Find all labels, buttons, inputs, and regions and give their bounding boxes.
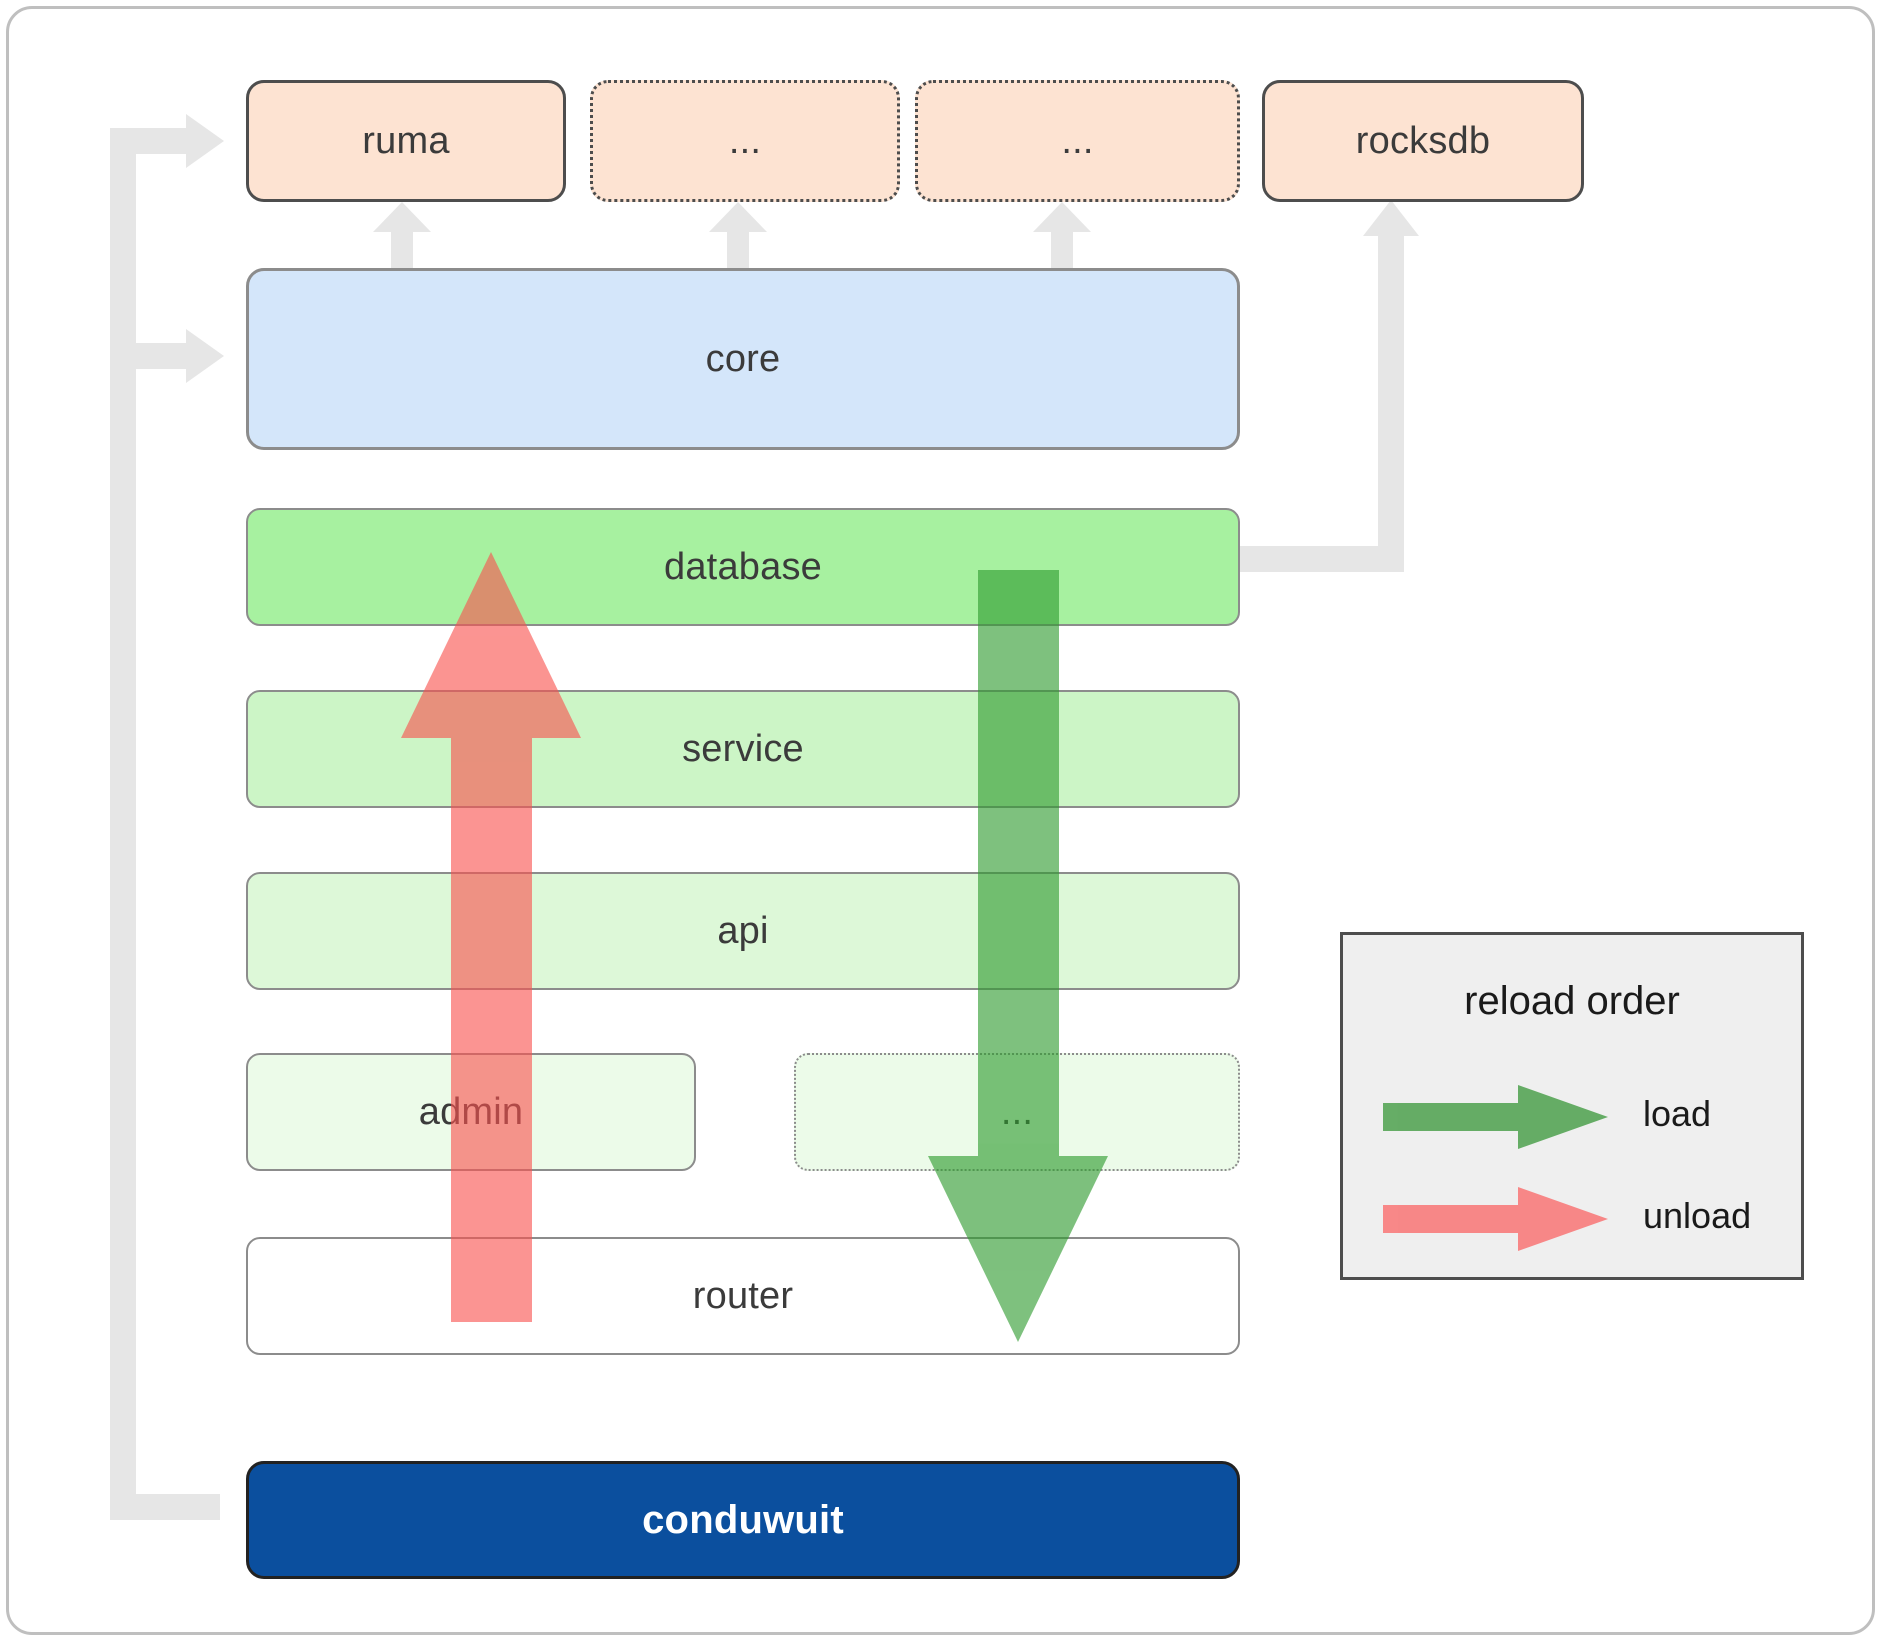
- connector-to-core-arrowhead: [186, 329, 224, 383]
- unload-flow-arrow: [401, 552, 581, 1322]
- legend-load-arrow: [1383, 1085, 1608, 1149]
- connector-core-to-deps: [373, 202, 1091, 278]
- connector-to-core-line: [110, 343, 188, 369]
- legend-title: reload order: [1464, 979, 1680, 1023]
- dependency-box-dots-2[interactable]: ...: [915, 80, 1240, 202]
- layer-box-api[interactable]: api: [246, 872, 1240, 990]
- connector-database-to-rocksdb: [1224, 200, 1419, 572]
- legend-label-unload: unload: [1643, 1195, 1752, 1236]
- load-flow-arrow: [928, 570, 1108, 1342]
- legend-label-load: load: [1643, 1093, 1712, 1134]
- connector-to-ruma-line: [110, 128, 188, 154]
- legend-panel: reload order load unload: [1340, 932, 1804, 1280]
- layer-box-router[interactable]: router: [246, 1237, 1240, 1355]
- root-label-conduwuit: conduwuit: [642, 1497, 844, 1542]
- root-box-conduwuit[interactable]: conduwuit: [246, 1461, 1240, 1579]
- legend-unload-arrow: [1383, 1187, 1608, 1251]
- connector-to-ruma-arrowhead: [186, 114, 224, 168]
- connector-conduwuit-stub: [110, 1494, 220, 1520]
- layer-box-core[interactable]: core: [246, 268, 1240, 450]
